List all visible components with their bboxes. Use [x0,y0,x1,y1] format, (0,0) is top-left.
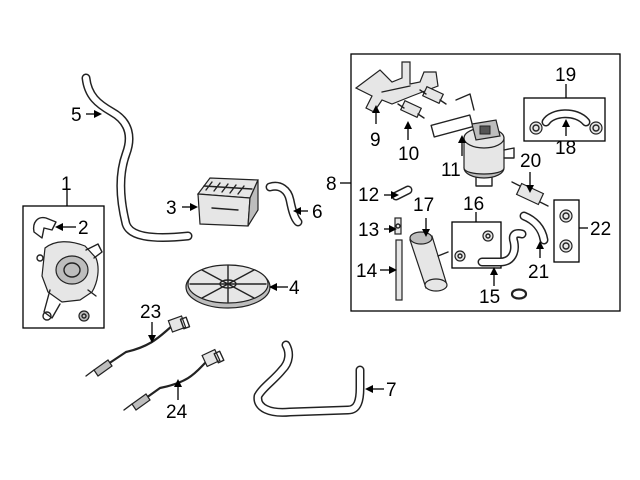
callout-14: 14 [356,261,378,282]
callout-19: 19 [555,65,576,86]
leader-18 [562,119,570,136]
clamps-22 [559,209,573,253]
hose-7 [253,340,365,417]
callout-2: 2 [78,218,89,239]
valve-kit-frame [451,212,502,269]
leader-10 [404,121,412,140]
leader-17 [422,218,430,237]
filter-17 [409,231,449,292]
leader-4 [269,283,288,291]
hose-6 [265,181,303,227]
leader-3 [182,203,198,211]
leader-24 [174,379,182,400]
clamps-19 [529,121,603,135]
hose-kit-frame [523,84,606,142]
leader-13 [384,225,397,233]
oxygen-sensor-24 [123,348,225,411]
leader-7 [365,385,384,393]
valves-16 [454,230,494,262]
callout-16: 16 [463,194,484,215]
assembly-frame [340,53,621,312]
air-filter-housing [196,177,259,227]
callout-10: 10 [398,144,419,165]
callout-15: 15 [479,287,500,308]
clamp-kit-frame [553,199,588,263]
check-valve-20 [511,181,549,207]
callout-23: 23 [140,302,161,323]
hose-15 [477,229,527,267]
callout-7: 7 [386,380,397,401]
leader-20 [526,172,534,193]
hose-5 [81,73,193,242]
fitting-13 [394,217,402,235]
leader-2 [55,223,76,231]
callout-8: 8 [326,174,337,195]
callout-4: 4 [289,278,300,299]
hose-21 [519,211,549,245]
callout-6: 6 [312,202,323,223]
leader-23 [148,322,156,343]
secondary-air-pump [36,241,103,321]
callout-3: 3 [166,198,177,219]
callout-9: 9 [370,130,381,151]
pump-bracket [32,216,57,239]
callout-1: 1 [61,174,72,195]
pump-frame [22,190,105,329]
callout-22: 22 [590,219,611,240]
callout-18: 18 [555,138,576,159]
callout-17: 17 [413,195,434,216]
filter-element [185,264,271,309]
leader-14 [380,266,397,274]
leader-11 [458,135,466,156]
bracket-9 [354,61,439,113]
callout-21: 21 [528,262,549,283]
pump-11 [463,119,515,187]
leader-6 [293,207,308,215]
leader-12 [384,191,399,199]
callout-5: 5 [71,105,82,126]
callout-13: 13 [358,220,379,241]
callout-20: 20 [520,151,541,172]
valve-10 [397,85,475,138]
leader-5 [86,110,102,118]
clamp-15 [510,288,528,300]
leader-9 [372,105,380,124]
pump-nut [78,310,90,322]
oxygen-sensor-23 [85,315,191,377]
callout-11: 11 [441,160,461,181]
callout-24: 24 [166,402,188,423]
leader-15 [490,267,498,286]
leader-21 [536,241,544,258]
hose-18 [541,109,591,127]
callout-12: 12 [358,185,379,206]
